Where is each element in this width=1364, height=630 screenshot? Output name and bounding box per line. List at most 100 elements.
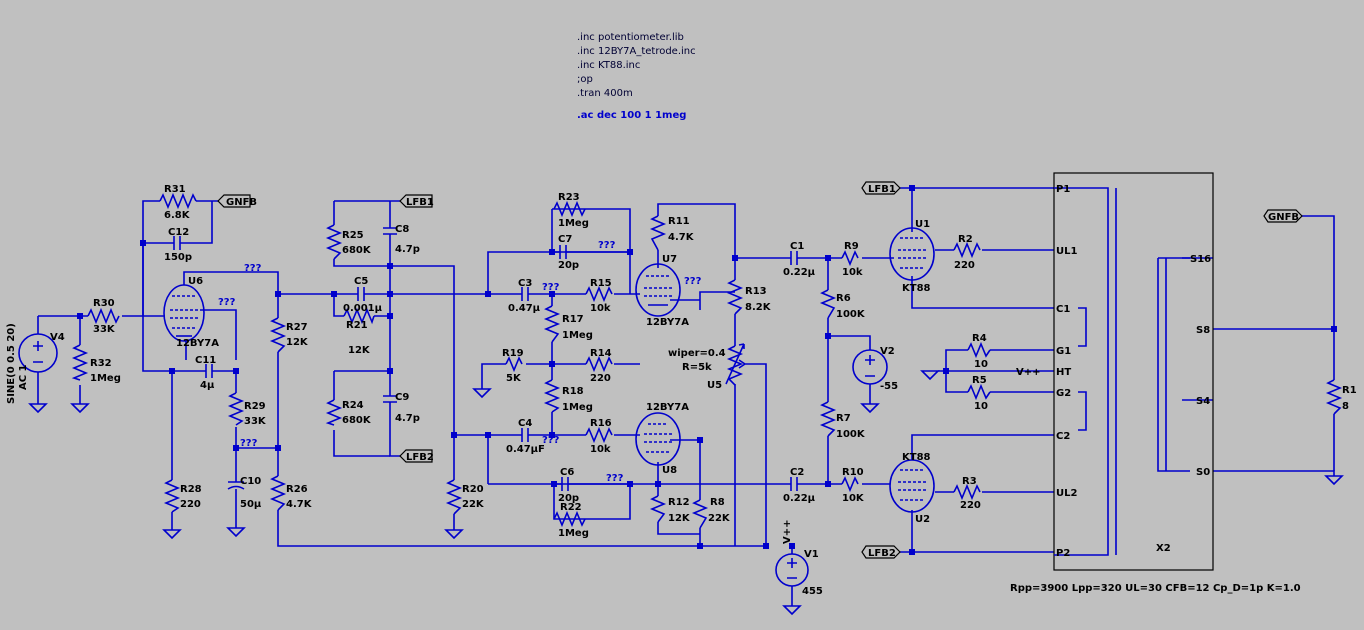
ref-x2: X2 bbox=[1156, 543, 1171, 554]
ref-u7: U7 bbox=[662, 254, 677, 265]
value-r9: 10k bbox=[842, 267, 863, 278]
value-c4: 0.47µF bbox=[506, 444, 545, 455]
value-r19: 5K bbox=[506, 373, 522, 384]
ref-v1: V1 bbox=[804, 549, 819, 560]
directive-line: .tran 400m bbox=[577, 88, 633, 99]
value-v1: 455 bbox=[802, 586, 823, 597]
value-c9: 4.7p bbox=[395, 413, 420, 424]
ref-r8: R8 bbox=[710, 497, 725, 508]
ref-r5: R5 bbox=[972, 375, 987, 386]
resistor-symbol bbox=[553, 200, 586, 218]
ref-r10: R10 bbox=[842, 467, 864, 478]
resistor-symbol bbox=[445, 479, 463, 515]
value-r13: 8.2K bbox=[745, 302, 772, 313]
unknown-marker: ??? bbox=[542, 435, 560, 446]
ht-net-label: V++ bbox=[1016, 367, 1041, 378]
resistor-symbol bbox=[585, 355, 613, 373]
value-r11: 4.7K bbox=[668, 232, 695, 243]
value-r29: 33K bbox=[244, 416, 267, 427]
ref-u6: U6 bbox=[188, 276, 203, 287]
type-u8: 12BY7A bbox=[646, 402, 689, 413]
ref-r2: R2 bbox=[958, 234, 973, 245]
resistor-symbol bbox=[953, 241, 981, 259]
pin-ul1: UL1 bbox=[1056, 246, 1077, 257]
resistor-symbol bbox=[553, 510, 586, 528]
resistor-symbol bbox=[159, 192, 197, 210]
resistor-symbol bbox=[585, 285, 613, 303]
ref-r18: R18 bbox=[562, 386, 584, 397]
value-r3: 220 bbox=[960, 500, 981, 511]
net-label-lfb2: LFB2 bbox=[406, 452, 434, 463]
ref-r32: R32 bbox=[90, 358, 112, 369]
resistor-symbol bbox=[343, 307, 375, 325]
resistor-symbol bbox=[87, 307, 120, 325]
ref-r27: R27 bbox=[286, 322, 308, 333]
unknown-marker: ??? bbox=[218, 297, 236, 308]
ref-r4: R4 bbox=[972, 333, 987, 344]
ref-r1: R1 bbox=[1342, 385, 1357, 396]
resistor-symbol bbox=[819, 289, 837, 319]
value-r28: 220 bbox=[180, 499, 201, 510]
ref-c7: C7 bbox=[558, 234, 572, 245]
resistor-symbol bbox=[543, 305, 561, 343]
value-r18: 1Meg bbox=[562, 402, 593, 413]
pin-p2: P2 bbox=[1056, 548, 1070, 559]
value-c5: 0.001µ bbox=[343, 303, 383, 314]
value-r10: 10K bbox=[842, 493, 865, 504]
resistor-symbol bbox=[325, 224, 343, 260]
directive-line: .inc KT88.inc bbox=[577, 60, 640, 71]
capacitors bbox=[166, 227, 808, 500]
resistor-symbol bbox=[841, 250, 859, 267]
net-label-lfb1: LFB1 bbox=[406, 197, 434, 208]
value-c6: 20p bbox=[558, 493, 579, 504]
ref-r26: R26 bbox=[286, 484, 308, 495]
output-transformer: P1 UL1 C1 G1 HT G2 C2 UL2 P2 V++ S16 S8 … bbox=[1010, 172, 1301, 594]
ref-c4: C4 bbox=[518, 418, 532, 429]
value-v2: -55 bbox=[880, 381, 898, 392]
device-labels: U6 12BY7A U7 12BY7A 12BY7A U8 U1 KT88 KT… bbox=[6, 219, 931, 597]
value-r12: 12K bbox=[668, 513, 691, 524]
pin-ht: HT bbox=[1056, 367, 1071, 378]
value-r31: 6.8K bbox=[164, 210, 191, 221]
resistor-symbol bbox=[841, 476, 859, 493]
ref-c1: C1 bbox=[790, 241, 804, 252]
value-r14: 220 bbox=[590, 373, 611, 384]
resistor-symbol bbox=[967, 383, 991, 401]
ref-r21: R21 bbox=[346, 320, 368, 331]
component-labels: R31 6.8K C12 150p R30 33K R32 1Meg C11 4… bbox=[90, 184, 1357, 539]
pin-s0: S0 bbox=[1196, 467, 1210, 478]
resistor-symbol bbox=[819, 401, 837, 437]
value-r5: 10 bbox=[974, 401, 988, 412]
type-u2: KT88 bbox=[902, 452, 931, 463]
value-r15: 10k bbox=[590, 303, 611, 314]
value-r1: 8 bbox=[1342, 401, 1349, 412]
tube-u7 bbox=[635, 263, 681, 317]
value-r27: 12K bbox=[286, 337, 309, 348]
tube-u6 bbox=[163, 284, 205, 342]
value-c8: 4.7p bbox=[395, 244, 420, 255]
ref-r14: R14 bbox=[590, 348, 612, 359]
type-u6: 12BY7A bbox=[176, 338, 219, 349]
ref-u5: U5 bbox=[707, 380, 722, 391]
ref-r9: R9 bbox=[844, 241, 859, 252]
resistor-symbol bbox=[269, 317, 287, 353]
junctions bbox=[77, 185, 1337, 555]
resistor-symbol bbox=[649, 495, 667, 523]
net-label-lfb2: LFB2 bbox=[868, 548, 896, 559]
ref-v2: V2 bbox=[880, 346, 895, 357]
resistor-symbol bbox=[543, 379, 561, 413]
resistor-symbol bbox=[691, 499, 709, 529]
value-r25: 680K bbox=[342, 245, 372, 256]
value-r24: 680K bbox=[342, 415, 372, 426]
value-r26: 4.7K bbox=[286, 499, 313, 510]
ref-r31: R31 bbox=[164, 184, 186, 195]
ref-c12: C12 bbox=[168, 227, 189, 238]
resistor-symbol bbox=[1325, 379, 1343, 415]
value-r16: 10k bbox=[590, 444, 611, 455]
unknown-marker: ??? bbox=[684, 276, 702, 287]
value-c3: 0.47µ bbox=[508, 303, 541, 314]
resistors bbox=[71, 192, 1343, 529]
value-r20: 22K bbox=[462, 499, 485, 510]
resistor-symbol bbox=[953, 483, 981, 501]
